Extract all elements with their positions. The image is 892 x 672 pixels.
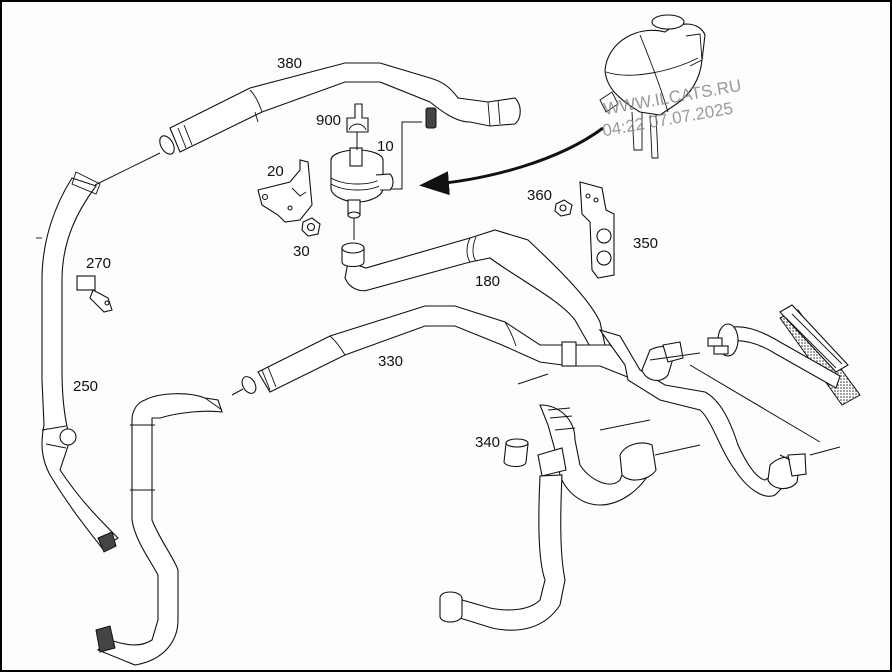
nut-30[interactable] <box>301 217 321 237</box>
holder-350[interactable] <box>579 181 615 279</box>
callout-340[interactable]: 340 <box>475 434 500 451</box>
hose-right[interactable] <box>598 329 807 497</box>
expansion-tank[interactable] <box>599 14 706 159</box>
heater-core[interactable] <box>707 304 861 406</box>
leader-10 <box>390 121 422 190</box>
bracket-20[interactable] <box>257 159 313 223</box>
callout-350[interactable]: 350 <box>633 235 658 252</box>
callout-30[interactable]: 30 <box>293 243 310 260</box>
nut-360[interactable] <box>554 199 573 217</box>
callout-900[interactable]: 900 <box>316 112 341 129</box>
callout-250[interactable]: 250 <box>73 378 98 395</box>
hose-lower-left[interactable] <box>95 393 223 666</box>
connector-900[interactable] <box>346 103 369 150</box>
hose-middle-cluster[interactable] <box>439 404 657 631</box>
hose-330[interactable] <box>239 305 641 396</box>
reference-lines <box>517 352 841 461</box>
pump-10[interactable] <box>330 147 394 219</box>
callout-360[interactable]: 360 <box>527 187 552 204</box>
leader-380 <box>94 152 161 186</box>
callout-10[interactable]: 10 <box>377 138 394 155</box>
hose-250[interactable] <box>36 171 119 553</box>
hose-380[interactable] <box>157 62 521 157</box>
callout-380[interactable]: 380 <box>277 55 302 72</box>
direction-arrow <box>419 126 604 196</box>
leader-330 <box>231 388 244 396</box>
callout-180[interactable]: 180 <box>475 273 500 290</box>
callout-330[interactable]: 330 <box>378 353 403 370</box>
callout-270[interactable]: 270 <box>86 255 111 272</box>
callout-20[interactable]: 20 <box>267 163 284 180</box>
sleeve-340[interactable] <box>503 438 529 468</box>
hose-180[interactable] <box>341 229 607 351</box>
clip-270[interactable] <box>76 275 113 313</box>
